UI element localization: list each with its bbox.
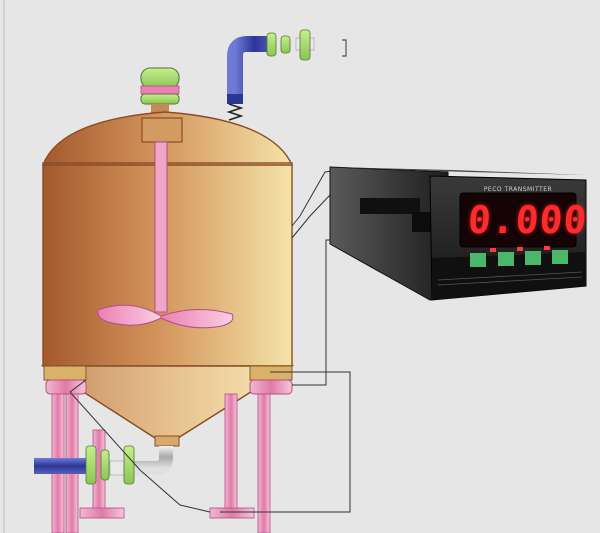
meter-key-3 [525, 251, 541, 265]
meter-key-2 [498, 252, 514, 266]
relief-spring [229, 104, 241, 120]
meter-title: PECO TRANSMITTER [470, 186, 566, 193]
meter-reading: 0.000 [466, 197, 577, 243]
meter-key-4 [552, 250, 568, 264]
agitator-motor [141, 68, 179, 118]
top-inlet-pipe [227, 30, 346, 104]
shaft-flange [142, 118, 182, 142]
agitator-shaft [155, 142, 167, 312]
meter-key-1 [470, 253, 486, 267]
